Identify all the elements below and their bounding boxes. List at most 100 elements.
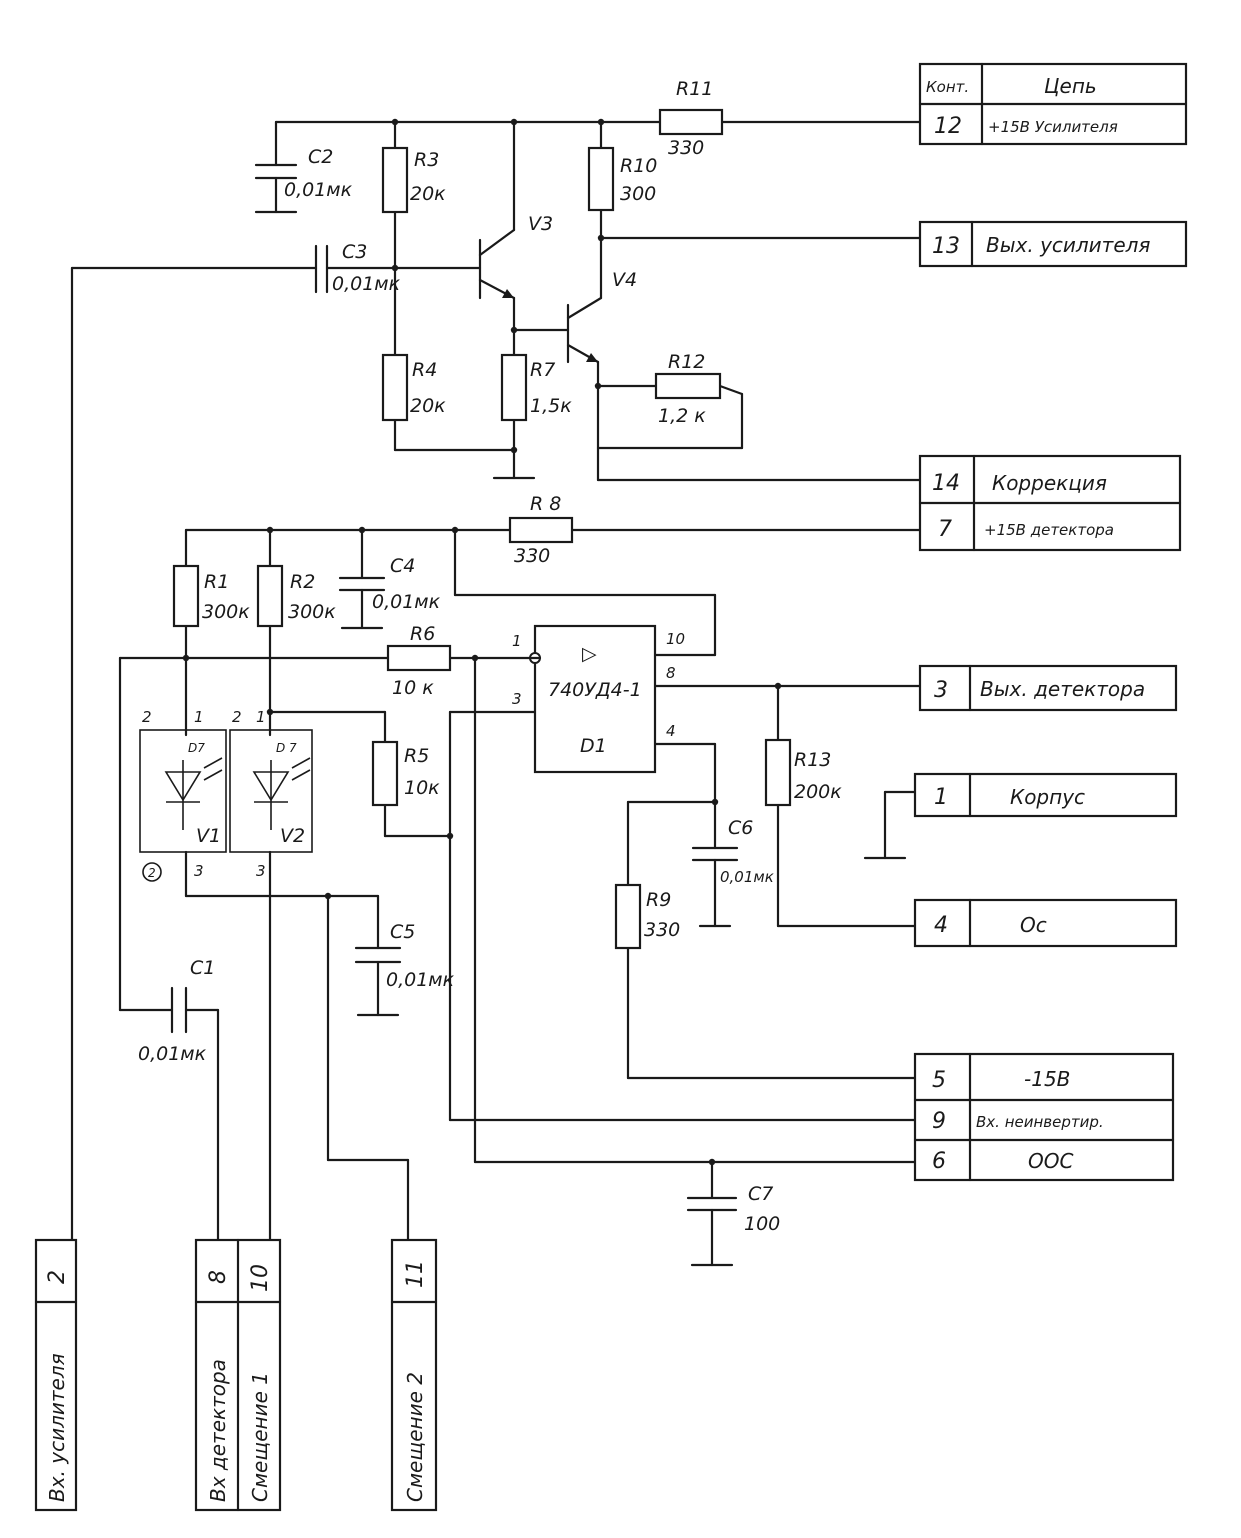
c6-value: 0,01мк: [720, 868, 774, 886]
c5-value: 0,01мк: [386, 969, 455, 991]
capacitor-C1: [170, 986, 188, 1034]
c4-ref: C4: [390, 555, 415, 577]
r13-ref: R13: [794, 749, 831, 771]
pin-7-name: +15В детектора: [984, 521, 1114, 539]
r6-value: 10 к: [392, 677, 434, 699]
c4-value: 0,01мк: [372, 591, 441, 613]
r1-ref: R1: [204, 571, 229, 593]
pin-13-name: Вых. усилителя: [986, 233, 1150, 257]
capacitor-C4: [338, 576, 386, 592]
conn-11-name: Смещение 2: [403, 1372, 427, 1502]
v2-pin3: 3: [256, 862, 266, 880]
c3-ref: C3: [342, 241, 367, 263]
conn-10-num: 10: [248, 1264, 273, 1292]
opamp-D1: [528, 624, 657, 774]
transistor-V3: [478, 228, 516, 300]
r6-ref: R6: [410, 623, 435, 645]
r2-value: 300к: [288, 601, 336, 623]
junction-dots: [182, 118, 782, 1166]
r10-value: 300: [620, 183, 656, 205]
v2-pin1: 1: [256, 708, 266, 726]
r12-ref: R12: [668, 351, 705, 373]
r10-ref: R10: [620, 155, 657, 177]
c3-value: 0,01мк: [332, 273, 401, 295]
capacitor-C3: [314, 244, 329, 294]
pin-5-num: 5: [932, 1068, 946, 1093]
resistor-R12: [654, 372, 722, 400]
component-labels: R11 330 C2 0,01мк R3 20к R10 300 C3 0,01…: [138, 78, 842, 1235]
pin-14-name: Коррекция: [992, 471, 1107, 495]
r12-value: 1,2 к: [658, 405, 706, 427]
v2-pin2: 2: [232, 708, 242, 726]
connector-table: [913, 62, 1188, 1182]
pin-9-num: 9: [932, 1109, 946, 1134]
d1-pin4: 4: [666, 722, 676, 740]
c7-ref: C7: [748, 1183, 773, 1205]
v1-ref: V1: [196, 825, 221, 847]
r7-value: 1,5к: [530, 395, 572, 417]
r4-ref: R4: [412, 359, 437, 381]
v4-ref: V4: [612, 269, 637, 291]
d1-ref: D1: [580, 735, 607, 757]
r9-value: 330: [644, 919, 680, 941]
optocoupler-V2: [229, 729, 313, 853]
r4-value: 20к: [410, 395, 446, 417]
v1-pin3: 3: [194, 862, 204, 880]
r11-value: 330: [668, 137, 704, 159]
conn-2-name: Вх. усилителя: [45, 1353, 69, 1502]
v1-pin1: 1: [194, 708, 204, 726]
r1-value: 300к: [202, 601, 250, 623]
pin-3-num: 3: [934, 678, 948, 703]
resistor-R9: [614, 883, 642, 950]
resistor-R6: [386, 644, 452, 672]
resistor-R4: [381, 353, 409, 422]
d1-pin10: 10: [666, 630, 685, 648]
pin-14-num: 14: [932, 471, 960, 496]
pin-9-name: Вх. неинвертир.: [976, 1113, 1104, 1131]
conn-11-num: 11: [403, 1260, 428, 1288]
r11-ref: R11: [676, 78, 713, 100]
c1-value: 0,01мк: [138, 1043, 207, 1065]
d7b-ref: D 7: [276, 741, 297, 755]
capacitor-C6: [691, 846, 739, 862]
pin-13-num: 13: [932, 234, 960, 259]
resistor-R2: [256, 564, 284, 628]
wires: [70, 120, 922, 1267]
resistor-R10: [587, 146, 615, 212]
d7a-ref: D7: [188, 741, 205, 755]
resistor-R5: [371, 740, 399, 807]
pin-1-num: 1: [934, 785, 948, 810]
pin-4-num: 4: [934, 913, 948, 938]
transistor-V4: [566, 296, 603, 364]
table-header-pin: Конт.: [926, 78, 969, 96]
capacitor-C5: [354, 946, 402, 964]
r5-ref: R5: [404, 745, 429, 767]
table-header-circuit: Цепь: [1044, 74, 1097, 98]
bottom-connectors: [34, 1238, 438, 1512]
conn-8-name: Вх детектора: [206, 1359, 230, 1502]
pin-5-name: -15В: [1024, 1067, 1070, 1091]
pin-3-name: Вых. детектора: [980, 677, 1145, 701]
pin-12-name: +15В Усилителя: [988, 118, 1118, 136]
r9-ref: R9: [646, 889, 671, 911]
conn-10-name: Смещение 1: [248, 1372, 272, 1502]
resistor-R8: [508, 516, 574, 544]
c6-ref: C6: [728, 817, 753, 839]
r8-value: 330: [514, 545, 550, 567]
pin-7-num: 7: [938, 517, 952, 542]
resistors: [172, 108, 792, 950]
c2-value: 0,01мк: [284, 179, 353, 201]
bottom-connector-labels: 2 Вх. усилителя 8 Вх детектора 10 Смещен…: [45, 1260, 428, 1502]
d1-pin1: 1: [512, 632, 522, 650]
r8-ref: R 8: [530, 493, 561, 515]
d1-pin3: 3: [512, 690, 522, 708]
pin-6-name: ООС: [1028, 1149, 1073, 1173]
connector-table-labels: Конт. Цепь 12 +15В Усилителя 13 Вых. уси…: [926, 74, 1150, 1174]
resistor-R3: [381, 146, 409, 214]
resistor-R1: [172, 564, 200, 628]
c7-value: 100: [744, 1213, 780, 1235]
pin-12-num: 12: [934, 114, 962, 139]
circle-mark-label: 2: [148, 866, 156, 880]
d1-symbol: ▷: [582, 643, 597, 665]
